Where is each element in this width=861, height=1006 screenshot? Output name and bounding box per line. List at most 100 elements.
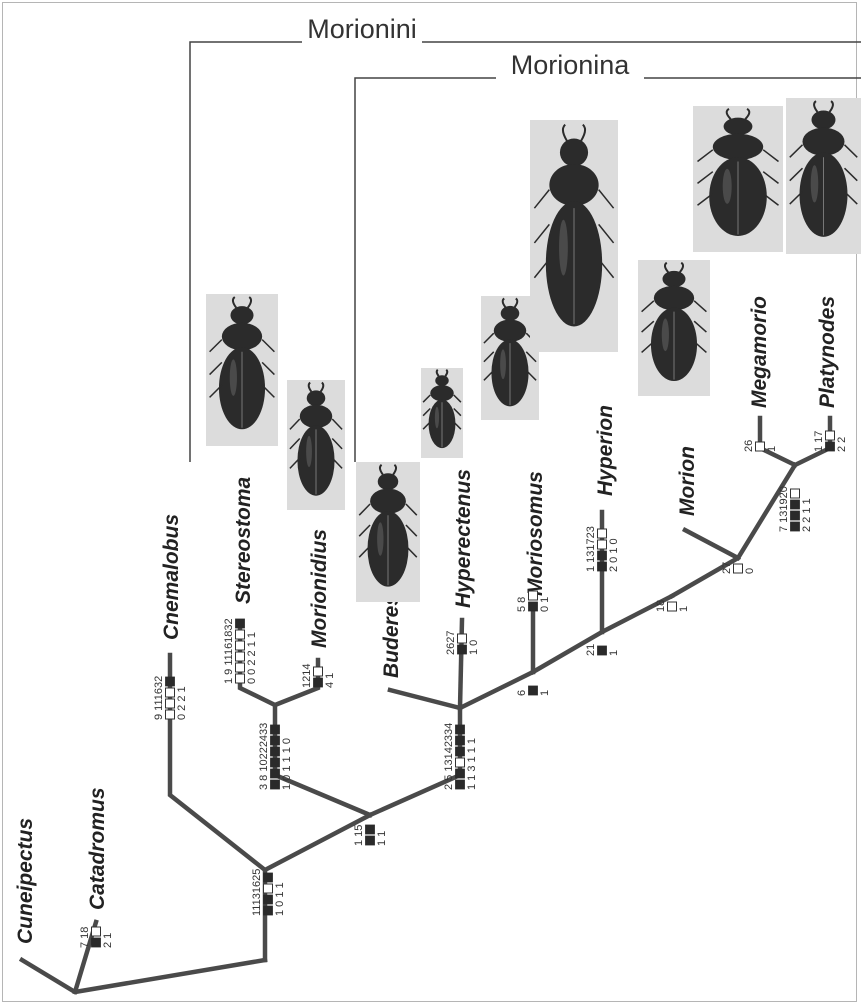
morionina-title: Morionina: [511, 50, 631, 80]
taxon-catadromus: Catadromus: [86, 787, 109, 910]
character-numbers: 5 8: [516, 597, 528, 612]
filled-character-mark: [270, 735, 280, 746]
character-states: 1 0 1 1: [274, 882, 286, 916]
character-numbers: 11131625: [251, 869, 263, 916]
tree-branches: [18, 415, 833, 995]
open-character-mark: [165, 698, 175, 709]
taxon-moriosomus: Moriosomus: [524, 471, 547, 596]
character-numbers: 2 5 13142334: [443, 723, 455, 790]
photo-platynodes: [786, 98, 861, 254]
photo-megamorio: [693, 106, 783, 252]
filled-character-mark: [455, 724, 465, 735]
beetle-icon: [697, 108, 779, 236]
specimen-photos: [206, 98, 861, 602]
filled-character-mark: [790, 499, 800, 510]
filled-character-mark: [455, 768, 465, 779]
open-character-mark: [263, 883, 273, 894]
open-character-mark: [528, 590, 538, 601]
taxon-cuneipectus: Cuneipectus: [14, 818, 37, 944]
taxon-stereostoma: Stereostoma: [232, 476, 255, 604]
character-states: 1: [608, 650, 620, 656]
photo-morion: [638, 260, 710, 396]
character-numbers: 21: [585, 644, 597, 656]
character-states: 1 0 1 1 1 0: [281, 738, 293, 790]
photo-stereostoma: [206, 294, 278, 446]
filled-character-mark: [270, 724, 280, 735]
taxon-cnemalobus: Cnemalobus: [160, 514, 183, 640]
character-numbers: 1 131723: [585, 526, 597, 572]
filled-character-mark: [597, 645, 607, 656]
filled-character-mark: [455, 735, 465, 746]
character-group-hyperion: 1 131723 2 0 1 0: [585, 526, 620, 572]
character-numbers: 1 15: [353, 825, 365, 846]
open-character-mark: [825, 430, 835, 441]
filled-character-mark: [270, 746, 280, 757]
filled-character-mark: [270, 779, 280, 790]
beetle-icon: [641, 261, 707, 382]
character-states: 2 2 1 1: [801, 498, 813, 532]
open-character-mark: [755, 441, 765, 452]
open-character-mark: [667, 601, 677, 612]
open-character-mark: [733, 563, 743, 574]
filled-character-mark: [235, 618, 245, 629]
filled-character-mark: [825, 441, 835, 452]
open-character-mark: [597, 528, 607, 539]
character-numbers: 7 18: [79, 927, 91, 948]
character-group-moriosomus: 5 8 0 1: [516, 590, 551, 612]
filled-character-mark: [270, 757, 280, 768]
open-character-mark: [235, 662, 245, 673]
taxon-morionidius: Morionidius: [308, 529, 331, 648]
taxon-platynodes: Platynodes: [816, 296, 839, 408]
morionini-title: Morionini: [307, 14, 417, 44]
photo-buderes: [356, 462, 420, 602]
filled-character-mark: [790, 510, 800, 521]
character-states: 1: [539, 690, 551, 696]
character-states: 1 1 3 1 1 1: [466, 738, 478, 790]
branch-cnemalobus: [167, 652, 374, 873]
character-states: 2 2: [836, 437, 848, 452]
branch-cuneipectus: [18, 956, 268, 995]
character-states: 1 0: [468, 640, 480, 655]
photo-hyperion: [530, 120, 618, 352]
filled-character-mark: [597, 561, 607, 572]
taxon-morion: Morion: [676, 446, 699, 516]
filled-character-mark: [455, 779, 465, 790]
morionini-bracket: [189, 41, 861, 462]
open-character-mark: [790, 488, 800, 499]
photo-moriosomus: [481, 296, 539, 420]
beetle-icon: [789, 100, 858, 237]
character-states: 0 1: [539, 597, 551, 612]
taxon-labels: Cuneipectus Catadromus Cnemalobus Stereo…: [14, 296, 839, 944]
open-character-mark: [457, 633, 467, 644]
filled-character-mark: [91, 937, 101, 948]
branch-node18: [668, 554, 742, 600]
photo-hyperectenus: [421, 368, 463, 458]
character-states: 0 0 2 2 1 1: [246, 632, 258, 684]
open-character-mark: [597, 539, 607, 550]
taxon-megamorio: Megamorio: [748, 296, 771, 408]
open-character-mark: [235, 629, 245, 640]
filled-character-mark: [597, 550, 607, 561]
open-character-mark: [165, 709, 175, 720]
open-character-mark: [235, 673, 245, 684]
open-character-mark: [313, 666, 323, 677]
filled-character-mark: [263, 905, 273, 916]
character-states: 2 0 1 0: [608, 538, 620, 572]
character-group-node-21: 21 1: [585, 644, 620, 656]
character-numbers: 9 111632: [153, 676, 165, 720]
filled-character-mark: [165, 676, 175, 687]
filled-character-mark: [313, 677, 323, 688]
morionina-bracket: [354, 77, 861, 462]
